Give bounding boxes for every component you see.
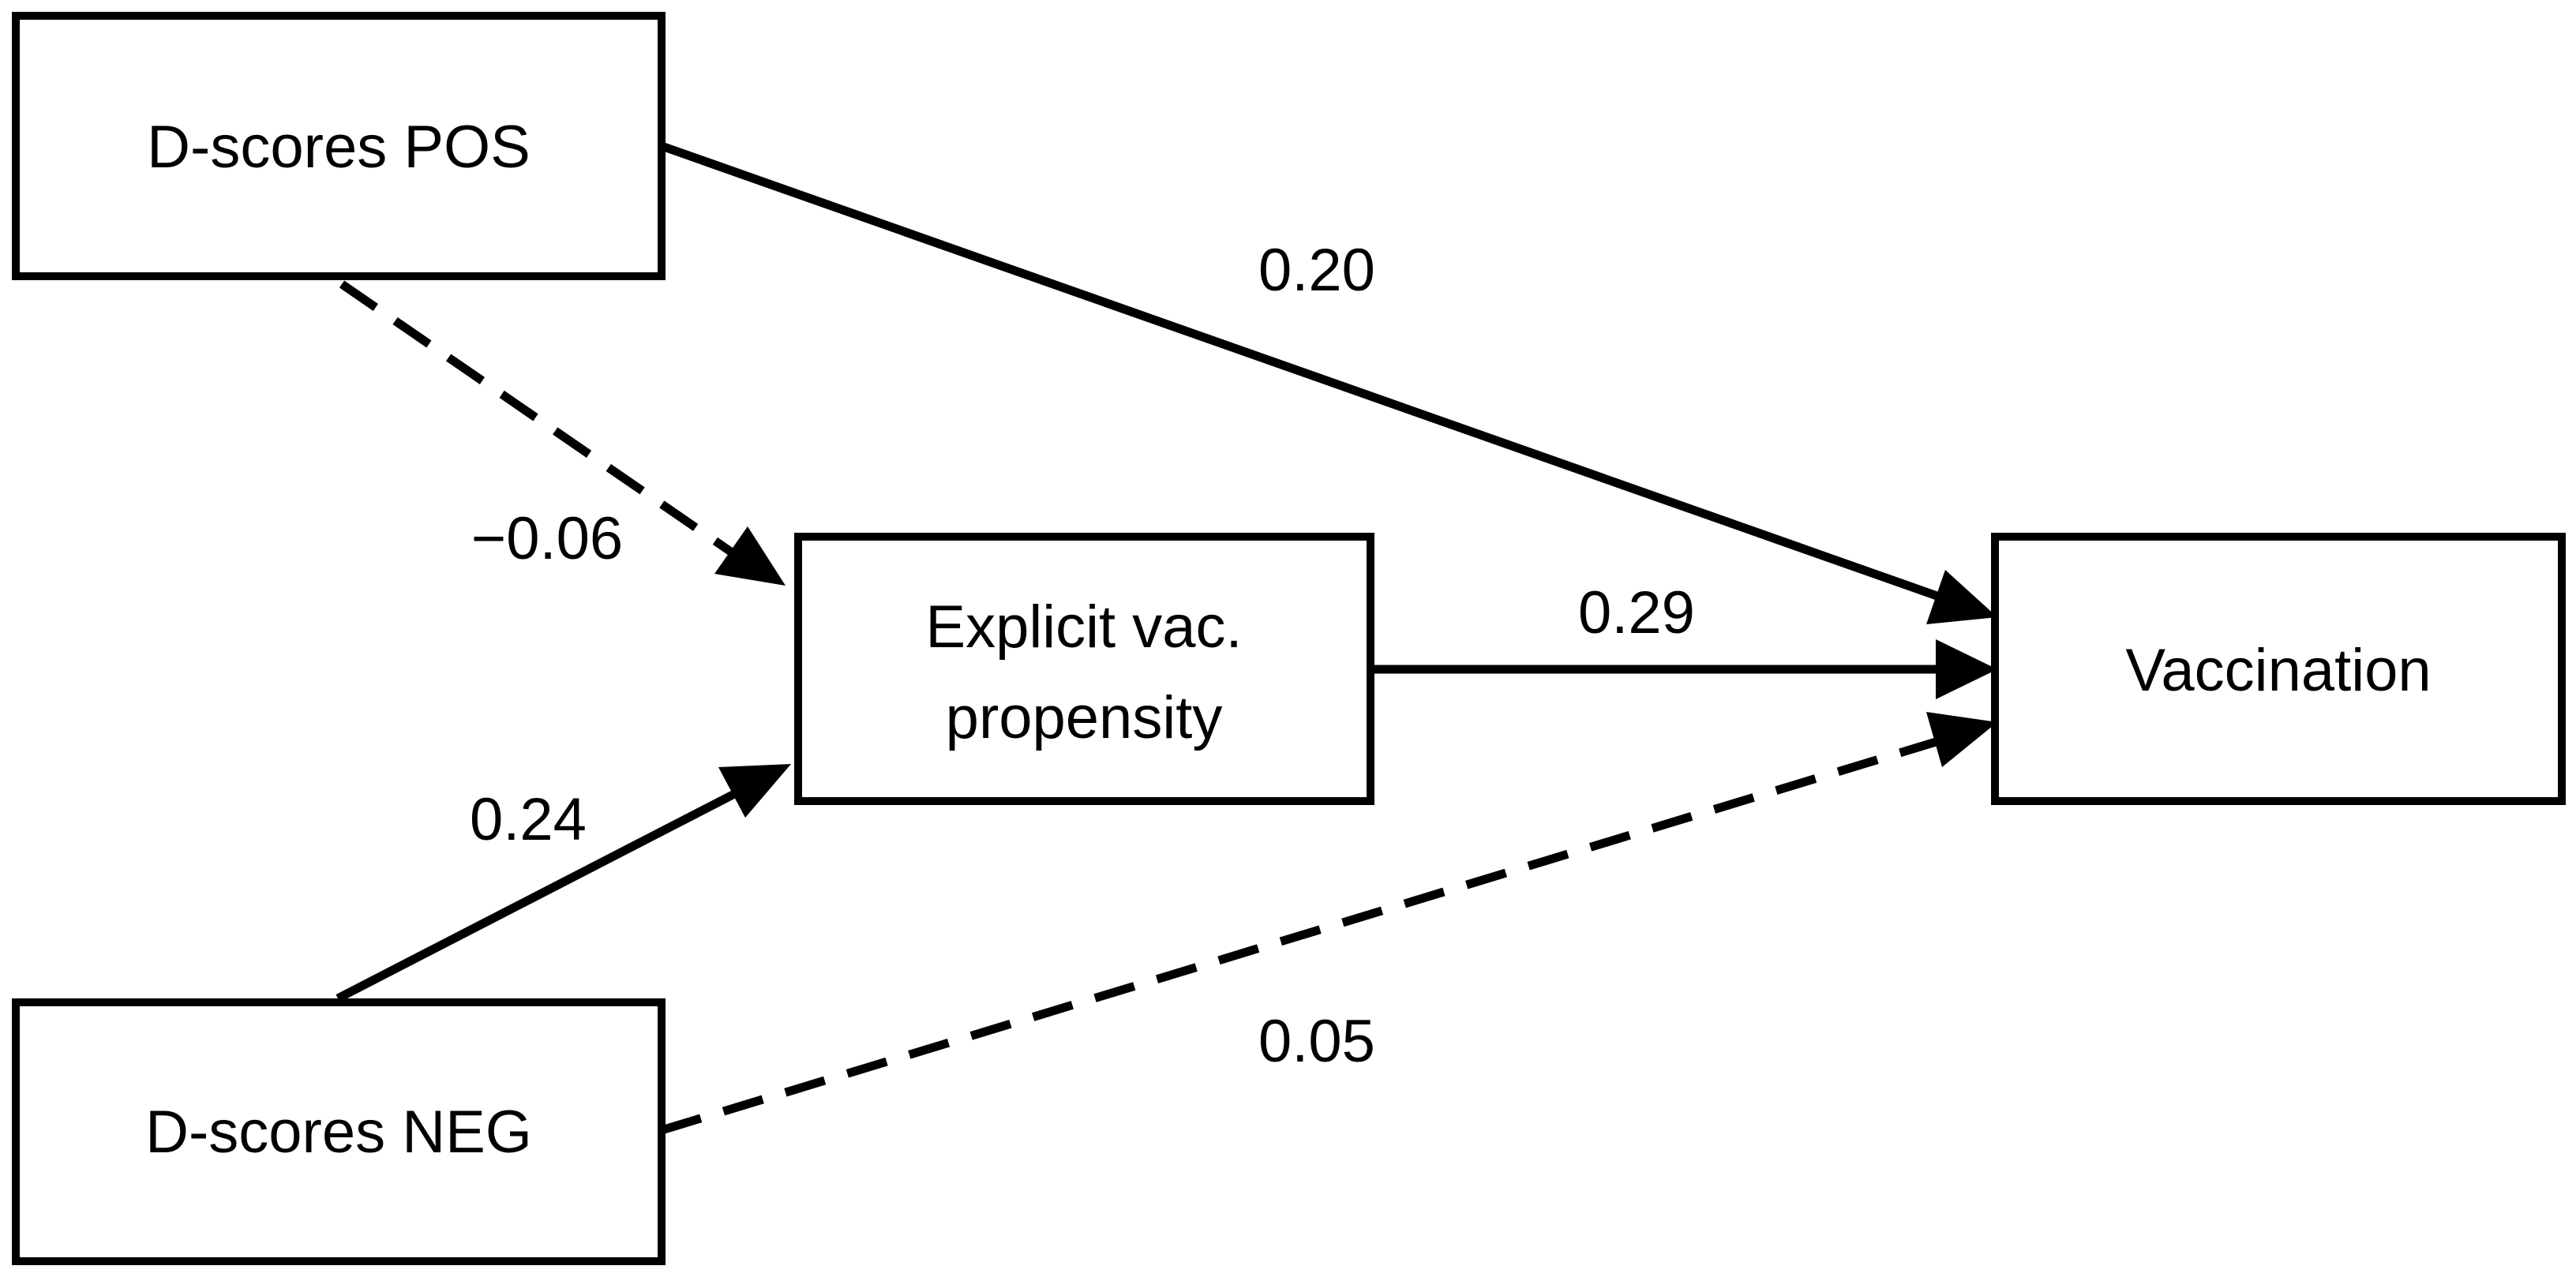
- node-box-vaccination: [1991, 533, 2566, 805]
- node-box-explicit: [794, 533, 1374, 805]
- node-vaccination: Vaccination: [1991, 533, 2566, 805]
- arrowhead-dneg-explicit: [718, 764, 791, 818]
- edge-dpos-vaccination: [660, 141, 1945, 603]
- node-label-dneg: D-scores NEG: [145, 1099, 532, 1166]
- coef-dpos-vaccination: 0.20: [1258, 237, 1375, 304]
- node-explicit: Explicit vac. propensity: [794, 533, 1374, 805]
- node-dneg: D-scores NEG: [12, 998, 666, 1265]
- arrowhead-dpos-explicit: [714, 526, 786, 586]
- edges: [336, 141, 1997, 1135]
- node-label-vaccination: Vaccination: [2125, 637, 2431, 704]
- arrowhead-dneg-vaccination: [1926, 712, 1997, 767]
- edge-dneg-explicit: [336, 788, 740, 1002]
- coef-dpos-explicit: −0.06: [471, 505, 623, 572]
- coef-dneg-explicit: 0.24: [470, 786, 587, 853]
- coefficients: 0.20 −0.06 0.29 0.24 0.05: [470, 237, 1695, 1075]
- edge-dpos-explicit: [339, 280, 737, 558]
- node-dpos: D-scores POS: [12, 12, 666, 280]
- node-box-dneg: [12, 998, 666, 1265]
- coef-dneg-vaccination: 0.05: [1258, 1008, 1375, 1075]
- edge-dneg-vaccination: [660, 735, 1945, 1135]
- arrowhead-dpos-vaccination: [1926, 570, 1997, 624]
- node-label-explicit-line2: propensity: [946, 684, 1223, 751]
- node-box-dpos: [12, 12, 666, 280]
- node-label-explicit-line1: Explicit vac.: [925, 594, 1242, 661]
- arrowhead-explicit-vaccination: [1936, 639, 1997, 699]
- node-label-dpos: D-scores POS: [147, 114, 531, 181]
- coef-explicit-vaccination: 0.29: [1578, 579, 1695, 646]
